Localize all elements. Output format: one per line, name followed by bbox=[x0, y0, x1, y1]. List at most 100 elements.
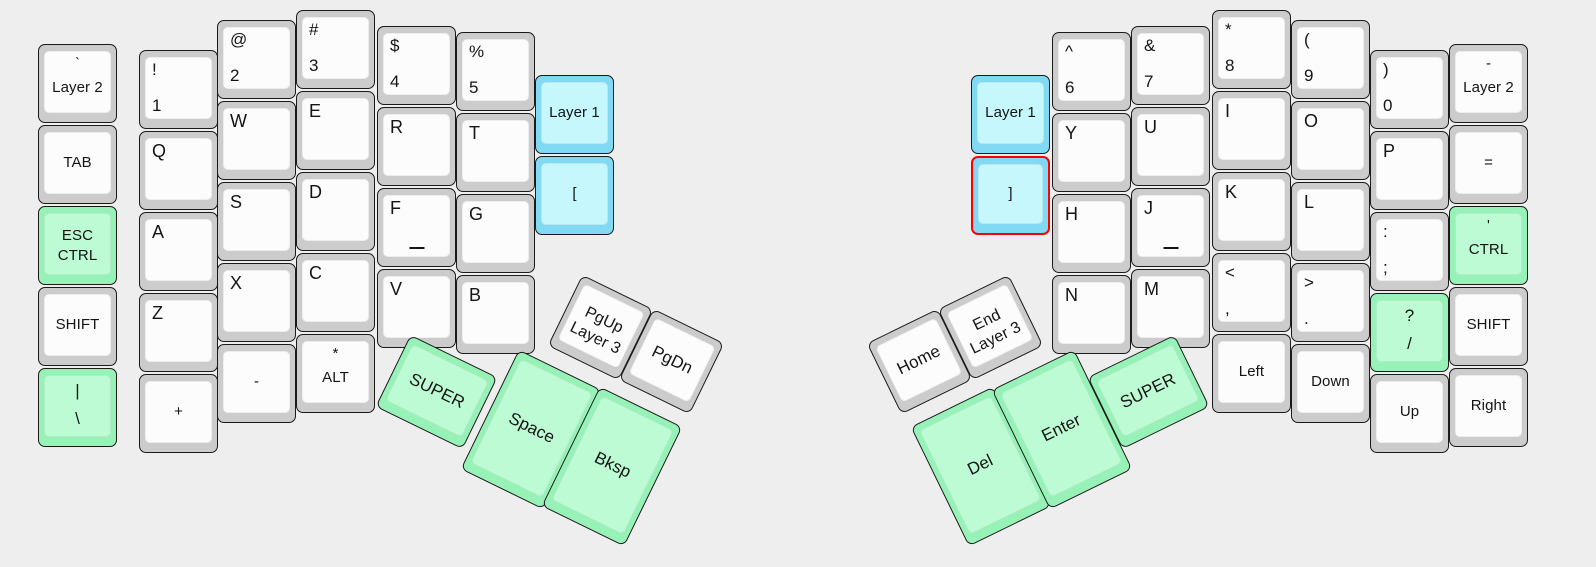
key-left-e[interactable]: E bbox=[296, 91, 375, 170]
keycap: E bbox=[302, 98, 369, 160]
key-right-k[interactable]: K bbox=[1212, 172, 1291, 251]
key-legend-line1: ESC bbox=[61, 227, 94, 244]
key-right-bracket-right[interactable]: ] bbox=[971, 156, 1050, 235]
key-right-quote-ctrl[interactable]: 'CTRL bbox=[1449, 206, 1528, 285]
key-left-tab[interactable]: TAB bbox=[38, 125, 117, 204]
key-legend-top: ) bbox=[1383, 60, 1389, 79]
keycap: SHIFT bbox=[1455, 294, 1522, 356]
key-legend: T bbox=[469, 123, 481, 143]
key-left-g[interactable]: G bbox=[456, 194, 535, 273]
key-left-d[interactable]: D bbox=[296, 172, 375, 251]
keycap: $4 bbox=[383, 33, 450, 95]
key-left-w[interactable]: W bbox=[217, 101, 296, 180]
key-right-shift[interactable]: SHIFT bbox=[1449, 287, 1528, 366]
key-left-plus[interactable]: + bbox=[139, 374, 218, 453]
key-right-l[interactable]: L bbox=[1291, 182, 1370, 261]
keycap: #3 bbox=[302, 17, 369, 79]
key-right-amp-7[interactable]: &7 bbox=[1131, 26, 1210, 105]
key-right-colon-semicolon[interactable]: :; bbox=[1370, 212, 1449, 291]
key-left-x[interactable]: X bbox=[217, 263, 296, 342]
key-right-star-8[interactable]: *8 bbox=[1212, 10, 1291, 89]
key-legend: Up bbox=[1399, 403, 1420, 421]
key-right-o[interactable]: O bbox=[1291, 101, 1370, 180]
key-legend-bottom: / bbox=[1407, 334, 1412, 353]
key-left-f[interactable]: F bbox=[377, 188, 456, 267]
key-left-hash-3[interactable]: #3 bbox=[296, 10, 375, 89]
key-legend-bottom: ; bbox=[1383, 258, 1388, 277]
key-left-at-2[interactable]: @2 bbox=[217, 20, 296, 99]
key-right-equals[interactable]: = bbox=[1449, 125, 1528, 204]
key-left-q[interactable]: Q bbox=[139, 131, 218, 210]
key-left-a[interactable]: A bbox=[139, 212, 218, 291]
key-legend: C bbox=[309, 263, 323, 283]
key-legend: N bbox=[1065, 285, 1079, 305]
key-left-t[interactable]: T bbox=[456, 113, 535, 192]
key-left-minus[interactable]: - bbox=[217, 344, 296, 423]
key-left-layer1[interactable]: Layer 1 bbox=[535, 75, 614, 154]
key-left-r[interactable]: R bbox=[377, 107, 456, 186]
key-legend-top: - bbox=[1485, 55, 1492, 72]
key-left-c[interactable]: C bbox=[296, 253, 375, 332]
keycap: O bbox=[1297, 108, 1364, 170]
key-right-up[interactable]: Up bbox=[1370, 374, 1449, 453]
key-left-percent-5[interactable]: %5 bbox=[456, 32, 535, 111]
key-right-m[interactable]: M bbox=[1131, 269, 1210, 348]
key-left-star-alt[interactable]: *ALT bbox=[296, 334, 375, 413]
key-right-j[interactable]: J bbox=[1131, 188, 1210, 267]
keycap: T bbox=[462, 120, 529, 182]
keycap: A bbox=[145, 219, 212, 281]
key-left-v[interactable]: V bbox=[377, 269, 456, 348]
key-right-layer1[interactable]: Layer 1 bbox=[971, 75, 1050, 154]
key-legend: O bbox=[1304, 111, 1319, 131]
key-right-y[interactable]: Y bbox=[1052, 113, 1131, 192]
key-right-p[interactable]: P bbox=[1370, 131, 1449, 210]
key-right-lt-comma[interactable]: <, bbox=[1212, 253, 1291, 332]
keycap: *8 bbox=[1218, 17, 1285, 79]
key-left-z[interactable]: Z bbox=[139, 293, 218, 372]
key-left-dollar-4[interactable]: $4 bbox=[377, 26, 456, 105]
keycap: `Layer 2 bbox=[44, 51, 111, 113]
key-legend-top: ! bbox=[152, 60, 157, 79]
key-right-u[interactable]: U bbox=[1131, 107, 1210, 186]
key-left-pipe-backslash[interactable]: |\ bbox=[38, 368, 117, 447]
key-left-exclaim-1[interactable]: !1 bbox=[139, 50, 218, 129]
key-legend-bottom: 9 bbox=[1304, 66, 1314, 85]
key-right-right[interactable]: Right bbox=[1449, 368, 1528, 447]
key-legend: E bbox=[309, 101, 322, 121]
key-right-paren-close-0[interactable]: )0 bbox=[1370, 50, 1449, 129]
key-legend-top: ( bbox=[1304, 30, 1310, 49]
key-legend: SHIFT bbox=[1466, 316, 1511, 334]
key-legend: Layer 1 bbox=[549, 104, 600, 122]
key-legend: J bbox=[1144, 198, 1154, 218]
key-legend: Del bbox=[964, 450, 996, 479]
keycap: (9 bbox=[1297, 27, 1364, 89]
key-right-n[interactable]: N bbox=[1052, 275, 1131, 354]
key-legend-bottom: 7 bbox=[1144, 72, 1154, 91]
key-right-left[interactable]: Left bbox=[1212, 334, 1291, 413]
key-right-h[interactable]: H bbox=[1052, 194, 1131, 273]
keycap: Layer 1 bbox=[541, 82, 608, 144]
key-legend-top: ? bbox=[1404, 306, 1415, 325]
keycap: @2 bbox=[223, 27, 290, 89]
keycap: D bbox=[302, 179, 369, 241]
key-right-question-slash[interactable]: ?/ bbox=[1370, 293, 1449, 372]
key-right-minus-layer2[interactable]: -Layer 2 bbox=[1449, 44, 1528, 123]
key-legend: Bksp bbox=[591, 447, 635, 482]
key-left-bracket-left[interactable]: [ bbox=[535, 156, 614, 235]
key-left-s[interactable]: S bbox=[217, 182, 296, 261]
key-legend: Home bbox=[893, 341, 944, 379]
key-legend: Layer 1 bbox=[985, 104, 1036, 122]
key-left-layer2-grave[interactable]: `Layer 2 bbox=[38, 44, 117, 123]
key-right-paren-open-9[interactable]: (9 bbox=[1291, 20, 1370, 99]
key-legend: = bbox=[1484, 154, 1493, 172]
key-right-gt-period[interactable]: >. bbox=[1291, 263, 1370, 342]
key-right-down[interactable]: Down bbox=[1291, 344, 1370, 423]
key-right-caret-6[interactable]: ^6 bbox=[1052, 32, 1131, 111]
keycap: J bbox=[1137, 195, 1204, 257]
key-left-b[interactable]: B bbox=[456, 275, 535, 354]
key-left-shift[interactable]: SHIFT bbox=[38, 287, 117, 366]
key-right-i[interactable]: I bbox=[1212, 91, 1291, 170]
keycap: F bbox=[383, 195, 450, 257]
